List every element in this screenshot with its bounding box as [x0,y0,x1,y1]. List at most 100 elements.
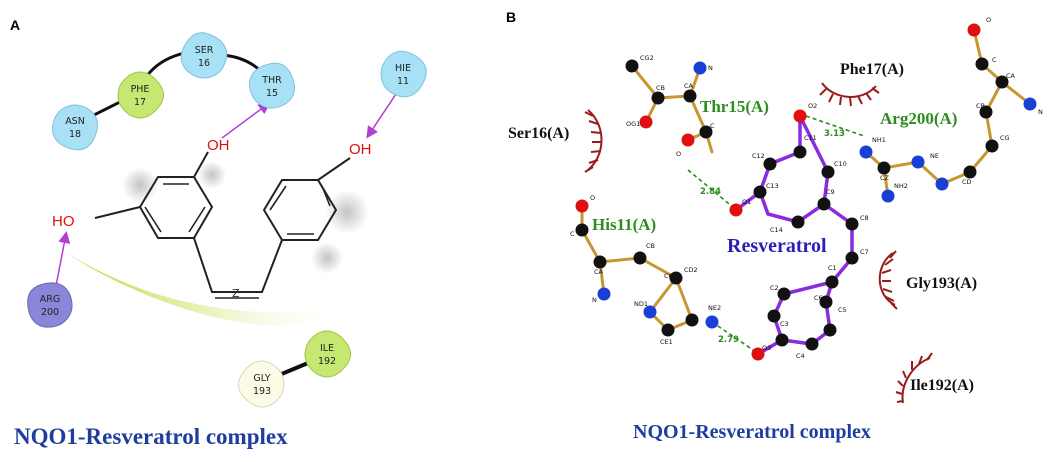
atom-label: O [590,194,595,202]
ligand-name: Resveratrol [727,235,827,257]
hbond-distance: 3.13 [824,129,845,139]
atom-label: CB [656,84,665,92]
atom-label: O [676,150,681,158]
atom-label: C6 [814,294,823,302]
residue-number: 11 [397,76,409,87]
residue-phe17: PHE 17 [117,71,165,119]
residue-ser16: SER 16 [180,32,228,79]
residue-name: ARG [40,294,60,305]
hbond-distance: 2.79 [718,335,739,345]
hbond-distance: 2.84 [700,187,721,197]
atom-label: ND1 [634,300,648,308]
atom-label: NH1 [872,136,886,144]
hbond-arrow [366,87,401,139]
hbond-arrow [221,102,271,139]
solvent-exposure-shade [198,161,226,189]
atom-label: O3 [762,344,771,352]
residue-number: 18 [69,129,81,140]
hydrophobic-contact-ile192 [895,352,933,404]
atom-label: CA [684,82,694,90]
atom-label: C [570,230,575,238]
residue-number: 192 [318,356,336,367]
residue-name: ASN [65,116,85,127]
residue-number: 17 [134,97,146,108]
hbond-arrow [55,231,71,287]
hydroxyl-label-right: OH [349,141,372,158]
atom-label: CD2 [684,266,698,274]
carbon-atoms [575,57,1009,351]
atom-label: C9 [826,188,835,196]
residue-name: HIE [395,63,411,74]
atom-label: O2 [808,102,817,110]
atom-label: C12 [752,152,765,160]
hydrophobic-contact-gly193 [878,250,898,310]
hbond-residue-his11: His11(A) [592,215,656,234]
atom-label: CA [1006,72,1016,80]
panel-b: B [506,9,1043,443]
residue-hie11: HIE 11 [380,50,427,98]
residue-number: 16 [198,58,210,69]
atom-label: CG [664,272,674,280]
panel-a: A OH OH HO [10,17,427,449]
atom-label: CE1 [660,338,673,346]
residue-name: GLY [253,373,270,384]
atom-label: CB [976,102,985,110]
hydrophobic-residue-ser16: Ser16(A) [508,125,569,142]
residue-thr15: THR 15 [249,62,295,109]
atom-label: CA [594,268,604,276]
panel-a-letter: A [10,17,20,33]
residue-ile192: ILE 192 [304,330,352,378]
residue-name: THR [261,75,282,86]
hydroxyl-label-left: HO [52,213,75,230]
atom-label: C5 [838,306,847,314]
atom-label: C13 [766,182,779,190]
hbond-residue-arg200: Arg200(A) [880,109,957,128]
panel-b-caption: NQO1-Resveratrol complex [633,421,871,443]
hbond-lines [687,115,865,353]
hydrophobic-residue-gly193: Gly193(A) [906,275,977,292]
atom-label: C3 [780,320,789,328]
atom-label: NE [930,152,939,160]
residue-gly193: GLY 193 [237,360,285,408]
nitrogen-atoms [597,61,1037,329]
atom-label: C8 [860,214,869,222]
atom-label: CZ [880,174,890,182]
atom-label: NH2 [894,182,908,190]
atom-label: CG [1000,134,1010,142]
residue-name: PHE [131,84,150,95]
atom-label: C2 [770,284,779,292]
atom-label: C [710,122,715,130]
atom-label: N [592,296,597,304]
residue-number: 15 [266,88,278,99]
solvent-exposure-shade [122,167,158,203]
hbond-residue-thr15: Thr15(A) [700,97,769,116]
atom-label: CD [962,178,972,186]
atom-label: N [1038,108,1043,116]
atom-label: O1 [742,198,751,206]
atom-label: C [992,56,997,64]
residue-asn18: ASN 18 [52,104,98,151]
hydrophobic-residue-phe17: Phe17(A) [840,61,904,78]
hydrophobic-contact-ser16 [584,109,603,173]
atom-label: C11 [804,134,817,142]
atom-label: C4 [796,352,805,360]
binding-pocket-outline [62,250,350,326]
atom-label: CG2 [640,54,654,62]
solvent-exposure-shade [325,190,369,234]
panel-a-caption: NQO1-Resveratrol complex [14,424,288,449]
atom-label: N [708,64,713,72]
atom-label: CB [646,242,655,250]
atom-label: C10 [834,160,847,168]
residue-arg200: ARG 200 [27,282,73,328]
solvent-exposure-shade [311,242,343,274]
resveratrol-2d-structure [94,151,351,299]
atom-label: OG1 [626,120,640,128]
atom-label: NE2 [708,304,721,312]
oxygen-atoms [575,23,981,361]
residue-name: SER [195,45,214,56]
panel-b-letter: B [506,9,516,25]
residue-name: ILE [320,343,334,354]
residue-number: 193 [253,386,271,397]
atom-label: C7 [860,248,869,256]
